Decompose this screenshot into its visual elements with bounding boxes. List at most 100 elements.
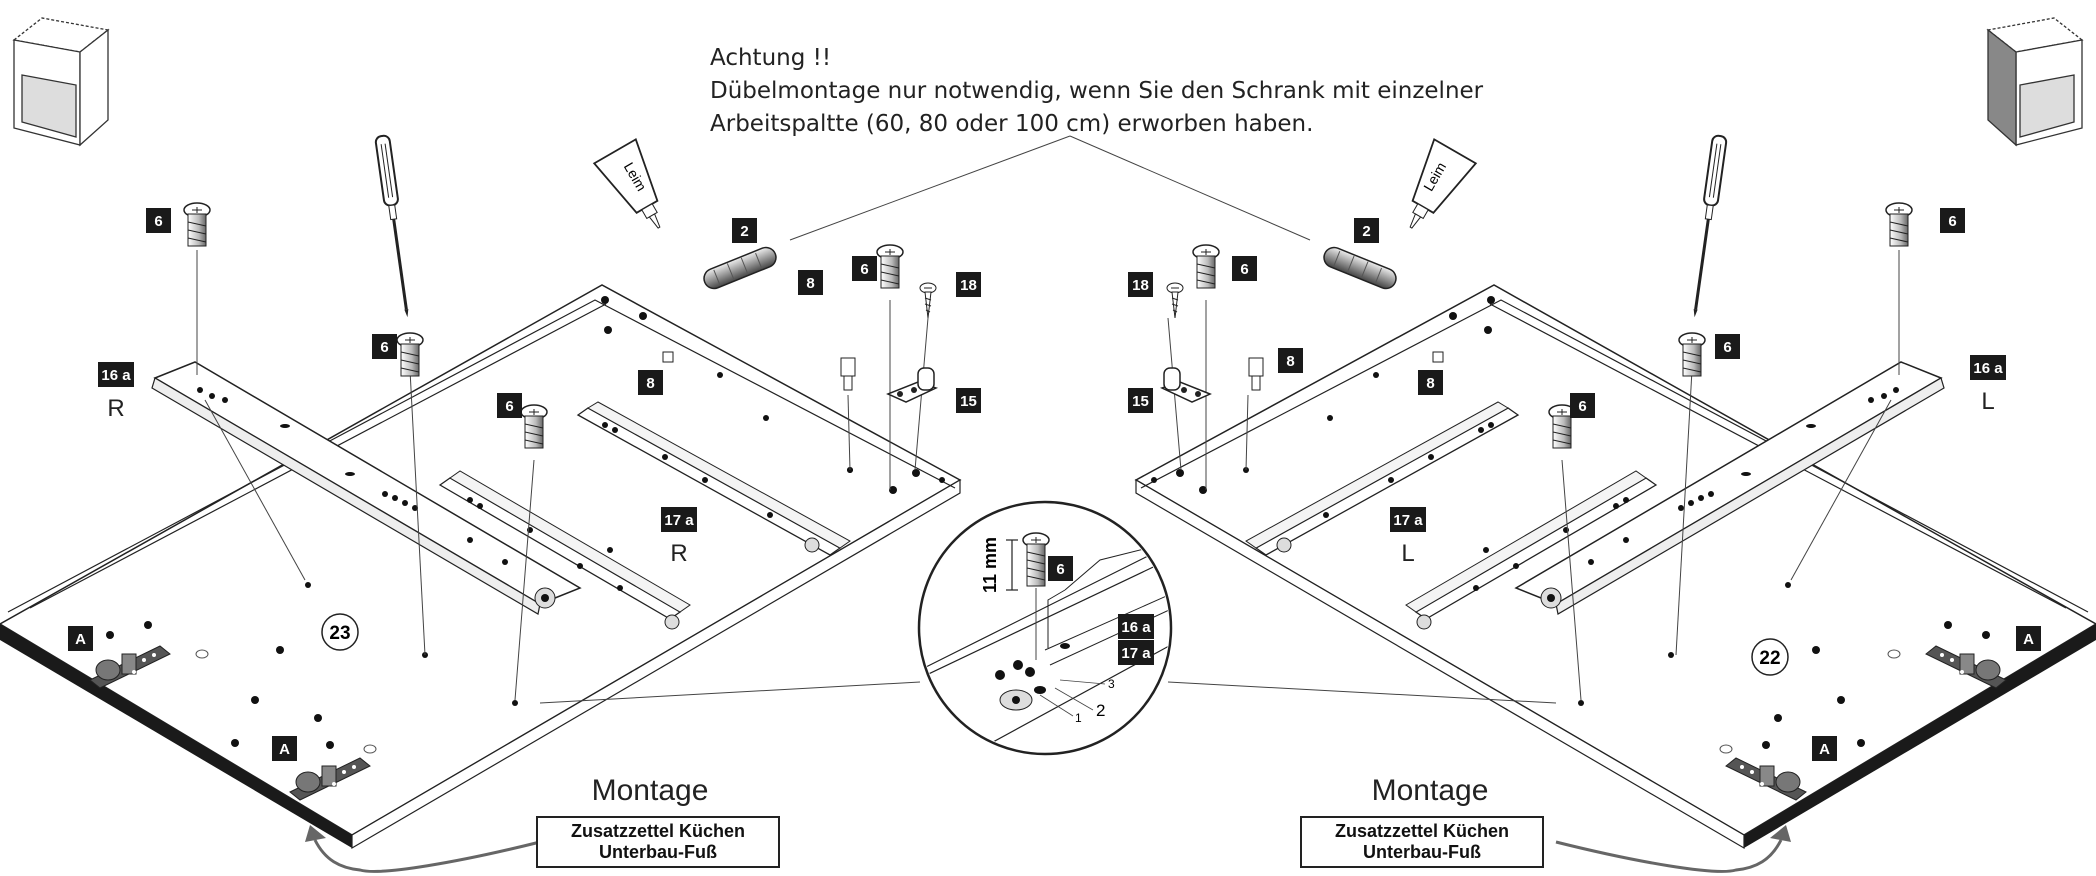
part-number: 8 — [1286, 353, 1294, 370]
part-number: 8 — [646, 375, 654, 392]
foot-bracket-icon — [289, 757, 371, 801]
part-number: 6 — [505, 398, 513, 415]
screw-icon — [520, 404, 548, 449]
rail-label-tag: 16 a R — [98, 362, 134, 422]
rail-side-letter: R — [670, 540, 687, 567]
part-label-tag: A — [68, 626, 93, 651]
left-rail-16a — [151, 361, 582, 615]
right-panel — [1134, 250, 2096, 850]
rail-number: 16 a — [101, 367, 131, 384]
screwdriver-icon — [374, 134, 409, 318]
rail-label-tag: 17 a — [1118, 640, 1154, 665]
part-number: 6 — [1240, 261, 1248, 278]
rail-number: 16 a — [1121, 619, 1151, 636]
part-number: A — [2023, 631, 2034, 648]
rail-label-tag: 17 a R — [661, 507, 697, 567]
left-rail-17a — [438, 470, 691, 630]
rail-label-tag: 16 a — [1118, 614, 1154, 639]
dowel-icon — [1323, 246, 1397, 290]
note-line-1: Dübelmontage nur notwendig, wenn Sie den… — [710, 78, 1484, 104]
right-rail-upper — [1245, 401, 1520, 556]
part-number: 6 — [154, 213, 162, 230]
dowel-icon — [703, 246, 777, 290]
part-label-tag: A — [1812, 736, 1837, 761]
screw-icon — [1885, 202, 1913, 247]
part-label-tag: 2 — [1354, 218, 1379, 243]
part-number: 8 — [806, 275, 814, 292]
screw-icon — [183, 202, 211, 247]
part-label-tag: 6 — [146, 208, 171, 233]
part-number: 6 — [1948, 213, 1956, 230]
part-number: A — [1819, 741, 1830, 758]
note-title: Achtung !! — [710, 45, 832, 71]
reference-box-left: Zusatzzettel Küchen Unterbau-Fuß — [536, 816, 780, 868]
reference-box-right-line2: Unterbau-Fuß — [1363, 842, 1481, 862]
reference-box-left-line2: Unterbau-Fuß — [599, 842, 717, 862]
right-board-holes — [1151, 296, 1990, 749]
screw-icon — [1022, 532, 1050, 587]
note-pointers — [789, 135, 1311, 241]
arrowhead-icon — [305, 825, 326, 842]
part-number: 18 — [960, 277, 977, 294]
rail-number: 17 a — [1121, 645, 1151, 662]
callout-3: 3 — [1108, 677, 1115, 691]
part-label-tag: 6 — [497, 393, 522, 418]
part-number: 6 — [1056, 561, 1064, 578]
rail-side-letter: L — [1401, 540, 1414, 567]
screw-icon — [396, 332, 424, 377]
right-rail-17a — [1405, 470, 1658, 630]
part-number: 6 — [860, 261, 868, 278]
part-label-tag: 6 — [372, 334, 397, 359]
right-rail-16a — [1514, 361, 1945, 615]
hinge-bracket-icon — [1159, 367, 1212, 403]
foot-bracket-icon — [1725, 757, 1807, 801]
screw-icon — [1678, 332, 1706, 377]
part-label-tag: 6 — [852, 256, 877, 281]
callout-1: 1 — [1075, 711, 1082, 725]
part-label-tag: 8 — [638, 370, 663, 395]
reference-box-right: Zusatzzettel Küchen Unterbau-Fuß — [1300, 816, 1544, 868]
arrow-icon — [313, 839, 541, 873]
right-board-front-edge — [1744, 624, 2096, 848]
step-number-left: 23 — [329, 623, 350, 644]
part-number: A — [279, 741, 290, 758]
foot-bracket-icon — [89, 645, 171, 689]
part-number: 6 — [1723, 339, 1731, 356]
left-board-front-edge — [0, 624, 352, 848]
part-number: 18 — [1132, 277, 1149, 294]
rail-side-letter: L — [1981, 388, 1994, 415]
part-label-tag: A — [272, 736, 297, 761]
part-label-tag: 6 — [1232, 256, 1257, 281]
part-label-tag: 8 — [1278, 348, 1303, 373]
part-label-tag: 8 — [1418, 370, 1443, 395]
part-number: A — [75, 631, 86, 648]
cabinet-icon-left — [12, 17, 110, 147]
part-label-tag: 18 — [1128, 272, 1153, 297]
left-board-side-edge — [351, 478, 961, 850]
part-label-tag: 15 — [956, 388, 981, 413]
part-label-tag: 15 — [1128, 388, 1153, 413]
part-label-tag: 18 — [956, 272, 981, 297]
part-number: 6 — [380, 339, 388, 356]
rail-side-letter: R — [107, 395, 124, 422]
arrow-icon — [1555, 839, 1783, 873]
part-label-tag: A — [2016, 626, 2041, 651]
part-label-tag: 6 — [1570, 393, 1595, 418]
screwdriver-icon — [1693, 134, 1728, 318]
step-number-right: 22 — [1759, 648, 1780, 669]
rail-number: 17 a — [1393, 512, 1423, 529]
screw-icon — [876, 244, 904, 289]
part-number: 2 — [740, 223, 748, 240]
rail-number: 17 a — [664, 512, 694, 529]
left-rail-upper — [576, 401, 851, 556]
glue-tube-icon: Leim — [592, 138, 661, 229]
part-label-tag: 6 — [1940, 208, 1965, 233]
step-badge-23: 23 — [321, 613, 359, 651]
part-label-tag: 6 — [1715, 334, 1740, 359]
small-screw-icon — [1166, 282, 1184, 319]
rail-label-tag: 16 aL — [1970, 355, 2006, 415]
montage-label-left: Montage — [591, 774, 709, 807]
callout-2: 2 — [1096, 701, 1105, 720]
note-line-2: Arbeitspaltte (60, 80 oder 100 cm) erwor… — [710, 111, 1314, 137]
